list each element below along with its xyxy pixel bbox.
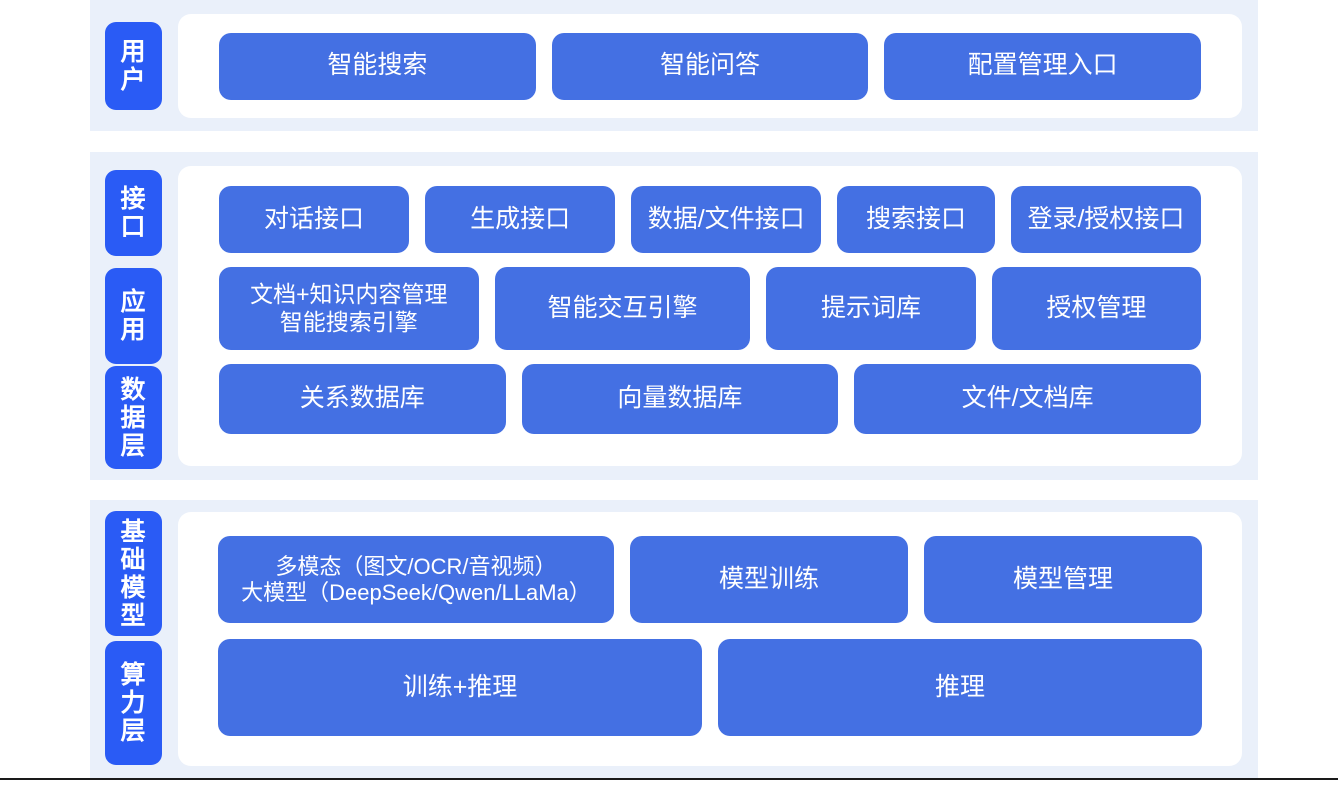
middle-panel: 对话接口 生成接口 数据/文件接口 搜索接口 登录/授权接口 文档+知识内容管理… <box>178 166 1242 466</box>
tile-train-infer[interactable]: 训练+推理 <box>218 639 702 736</box>
tile-model-training[interactable]: 模型训练 <box>629 536 908 623</box>
api-tile-row: 对话接口 生成接口 数据/文件接口 搜索接口 登录/授权接口 <box>178 186 1242 253</box>
tile-config-entry[interactable]: 配置管理入口 <box>884 32 1202 100</box>
tile-relational-db[interactable]: 关系数据库 <box>219 364 506 434</box>
tile-smart-search[interactable]: 智能搜索 <box>219 32 536 100</box>
tile-vector-db[interactable]: 向量数据库 <box>521 364 839 434</box>
sidebar-item-data-layer-label: 数据层 <box>120 375 147 460</box>
tile-auth-management[interactable]: 授权管理 <box>991 267 1201 350</box>
tile-smart-qa[interactable]: 智能问答 <box>551 32 869 100</box>
sidebar-item-user-label: 用户 <box>120 38 147 94</box>
tile-login-auth-api[interactable]: 登录/授权接口 <box>1010 186 1201 253</box>
data-tile-row: 关系数据库 向量数据库 文件/文档库 <box>178 364 1242 434</box>
tile-generate-api[interactable]: 生成接口 <box>425 186 616 253</box>
tile-infer[interactable]: 推理 <box>718 639 1202 736</box>
tile-doc-knowledge[interactable]: 文档+知识内容管理 智能搜索引擎 <box>219 267 479 350</box>
bottom-divider <box>0 778 1338 786</box>
tile-prompt-library[interactable]: 提示词库 <box>766 267 976 350</box>
compute-tile-row: 训练+推理 推理 <box>178 639 1242 736</box>
sidebar-item-application-label: 应用 <box>120 288 147 344</box>
user-tile-row: 智能搜索 智能问答 配置管理入口 <box>178 14 1242 118</box>
sidebar-item-compute-layer[interactable]: 算力层 <box>105 641 162 765</box>
tile-multimodal-llm[interactable]: 多模态（图文/OCR/音视频） 大模型（DeepSeek/Qwen/LLaMa） <box>218 536 614 623</box>
sidebar-item-interface-label: 接口 <box>120 185 147 241</box>
app-tile-row: 文档+知识内容管理 智能搜索引擎 智能交互引擎 提示词库 授权管理 <box>178 267 1242 350</box>
tile-interaction-engine[interactable]: 智能交互引擎 <box>494 267 751 350</box>
sidebar-item-data-layer[interactable]: 数据层 <box>105 366 162 469</box>
base-panel: 多模态（图文/OCR/音视频） 大模型（DeepSeek/Qwen/LLaMa）… <box>178 512 1242 766</box>
tile-search-api[interactable]: 搜索接口 <box>837 186 995 253</box>
tile-chat-api[interactable]: 对话接口 <box>219 186 410 253</box>
sidebar-item-interface[interactable]: 接口 <box>105 170 162 256</box>
model-tile-row: 多模态（图文/OCR/音视频） 大模型（DeepSeek/Qwen/LLaMa）… <box>178 536 1242 623</box>
tile-model-management[interactable]: 模型管理 <box>923 536 1202 623</box>
user-panel: 智能搜索 智能问答 配置管理入口 <box>178 14 1242 118</box>
sidebar-item-base-model-label: 基础模型 <box>120 517 147 630</box>
tile-file-doc-store[interactable]: 文件/文档库 <box>854 364 1201 434</box>
sidebar-item-application[interactable]: 应用 <box>105 268 162 364</box>
sidebar-item-user[interactable]: 用户 <box>105 22 162 110</box>
sidebar-item-base-model[interactable]: 基础模型 <box>105 511 162 636</box>
sidebar-item-compute-layer-label: 算力层 <box>120 661 147 745</box>
tile-data-file-api[interactable]: 数据/文件接口 <box>631 186 822 253</box>
